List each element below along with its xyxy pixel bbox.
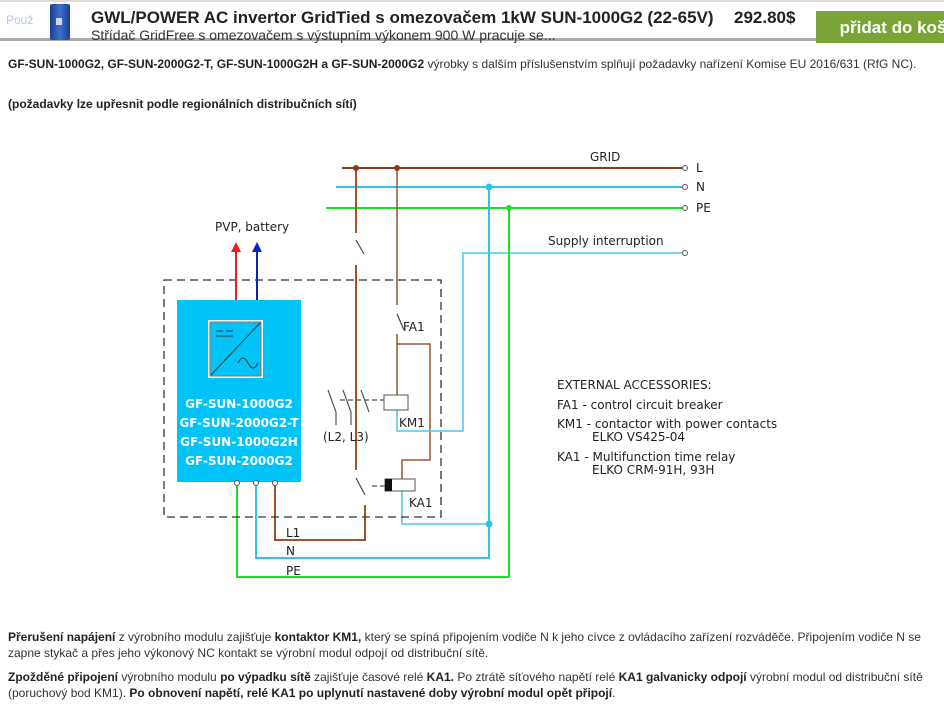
bold-text: kontaktor KM1, [274,630,362,644]
product-subtitle: Střídač GridFree s omezovačem s výstupní… [91,27,556,43]
model-label: GF-SUN-2000G2-T [179,416,299,430]
text: výrobního modulu [118,670,221,684]
model-label: GF-SUN-2000G2 [185,454,293,468]
bold-text: KA1 galvanicky odpojí [618,670,747,684]
text: zajišťuje časové relé [310,670,427,684]
text: Po ztrátě síťového napětí relé [454,670,619,684]
intro-text: výrobky s dalším příslušenstvím splňují … [424,57,917,71]
l2l3-label: (L2, L3) [323,430,369,444]
add-to-cart-button[interactable]: přidat do koš [816,11,944,43]
text: který se spíná připojením vodiče N k jeh… [8,630,921,660]
paragraph-supply-interruption: Přerušení napájení z výrobního modulu za… [8,629,933,661]
paragraph-delayed-connection: Zpožděné připojení výrobního modulu po v… [8,669,933,701]
km1-label: KM1 [399,416,425,430]
accessory-item: ELKO VS425-04 [592,430,685,444]
km1-coil [383,394,409,411]
accessory-item: FA1 - control circuit breaker [557,398,723,412]
l-terminal-label: L [696,161,703,175]
model-label: GF-SUN-1000G2 [185,397,293,411]
bold-text: Přerušení napájení [8,630,116,644]
sticky-product-bar: Použ GWL/POWER AC invertor GridTied s om… [0,0,944,43]
models-text: GF-SUN-1000G2, GF-SUN-2000G2-T, GF-SUN-1… [8,57,425,71]
l1-wire-label: L1 [286,526,300,540]
accessory-item: ELKO CRM-91H, 93H [592,463,714,477]
diagram-labels: GRID L N PE Supply interruption PVP, bat… [215,150,711,578]
accessory-item: KM1 - contactor with power contacts [557,417,777,431]
text: z výrobního modulu zajišťuje [115,630,275,644]
product-title[interactable]: GWL/POWER AC invertor GridTied s omezova… [91,8,714,27]
note-text: (požadavky lze upřesnit podle regionální… [8,97,357,111]
intro-note: (požadavky lze upřesnit podle regionální… [8,96,933,112]
supply-interruption-label: Supply interruption [548,234,664,248]
bold-text: KA1. [426,670,454,684]
pvp-battery-label: PVP, battery [215,220,289,234]
product-price: 292.80$ [734,8,796,27]
grid-label: GRID [590,150,620,164]
text: . [612,686,616,700]
accessory-item: KA1 - Multifunction time relay [557,450,735,464]
product-thumbnail[interactable] [50,4,70,40]
ka1-label: KA1 [409,496,433,510]
text: výrobní modul od distribuční sítě (poruc… [8,670,923,700]
fa1-label: FA1 [403,320,425,334]
accessories-title: EXTERNAL ACCESSORIES: [557,378,712,392]
bold-text: Po obnovení napětí, relé KA1 po uplynutí… [129,686,613,700]
pe-wire-label: PE [286,564,301,578]
n-wire-label: N [286,544,295,558]
intro-paragraph: GF-SUN-1000G2, GF-SUN-2000G2-T, GF-SUN-1… [8,56,933,72]
bold-text: po výpadku sítě [220,670,311,684]
underlying-text: Použ [6,13,34,27]
pe-terminal-label: PE [696,201,711,215]
model-label: GF-SUN-1000G2H [180,435,298,449]
accessories-legend: EXTERNAL ACCESSORIES: FA1 - control circ… [557,378,777,477]
n-terminal-label: N [696,180,705,194]
bold-text: Zpožděné připojení [8,670,118,684]
